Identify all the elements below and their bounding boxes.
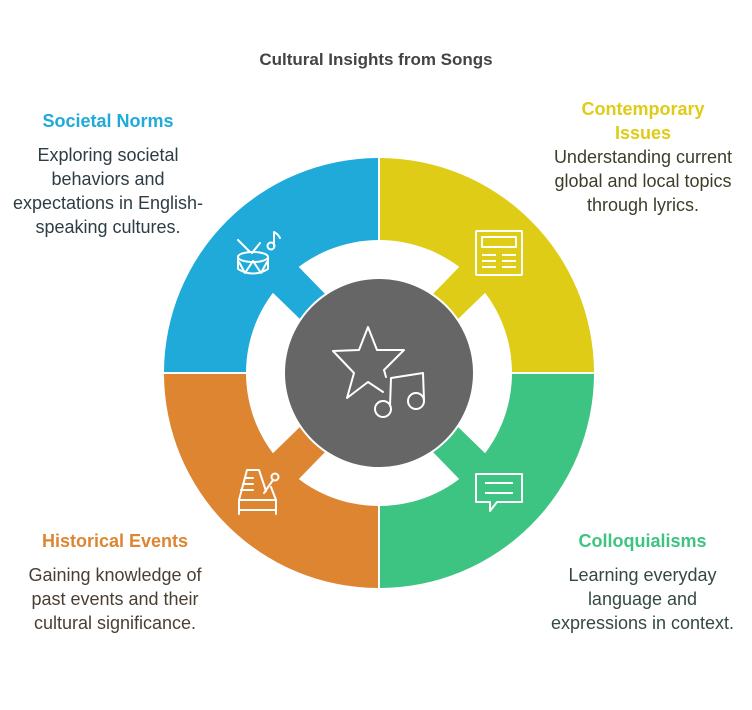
segment-description: Understanding current global and local t… bbox=[553, 147, 733, 215]
metronome-icon bbox=[238, 469, 280, 515]
segment-title: Contemporary Issues bbox=[581, 99, 705, 143]
segment-shape bbox=[380, 374, 594, 588]
drum-icon bbox=[237, 231, 281, 275]
diagram-title: Cultural Insights from Songs bbox=[259, 50, 493, 69]
segment-title: Societal Norms bbox=[42, 111, 174, 131]
segment-shape bbox=[380, 158, 594, 372]
segment-title: Colloquialisms bbox=[578, 531, 707, 551]
segment-shape bbox=[164, 158, 378, 372]
segment-title: Historical Events bbox=[41, 531, 189, 551]
segment-text-historical-events: Historical Events Gaining knowledge of p… bbox=[15, 529, 215, 635]
center-hub bbox=[285, 279, 473, 467]
segment-text-contemporary-issues: Contemporary Issues Understanding curren… bbox=[538, 97, 748, 217]
star-music-notes-icon bbox=[332, 326, 425, 418]
segment-description: Exploring societal behaviors and expecta… bbox=[12, 145, 204, 237]
chat-bubble-icon bbox=[475, 473, 523, 512]
segment-text-societal-norms: Societal Norms Exploring societal behavi… bbox=[8, 109, 208, 239]
segment-description: Learning everyday language and expressio… bbox=[550, 565, 735, 633]
newspaper-icon bbox=[475, 230, 523, 276]
segment-text-colloquialisms: Colloquialisms Learning everyday languag… bbox=[545, 529, 740, 635]
segment-description: Gaining knowledge of past events and the… bbox=[28, 565, 202, 633]
segment-shape bbox=[164, 374, 378, 588]
